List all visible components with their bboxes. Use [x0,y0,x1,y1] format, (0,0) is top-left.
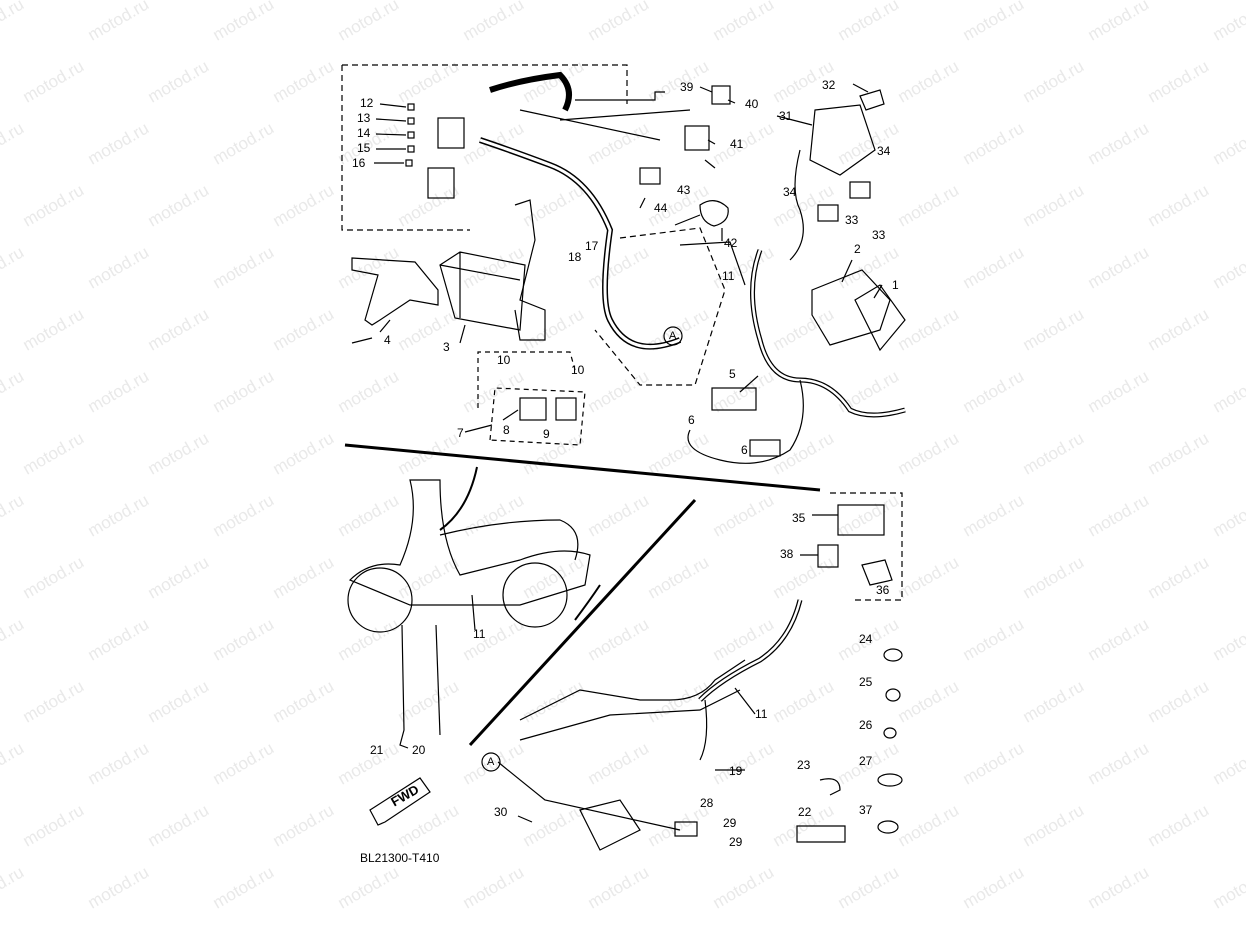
cable-tie-20 [435,624,441,736]
clamp-23 [819,778,841,796]
starter-relay [519,397,547,421]
connector-label-a-upper: A [669,330,677,342]
callout-9: 9 [543,427,550,441]
callout-35: 35 [792,511,806,525]
callout-1: 1 [892,278,899,292]
callout-10a: 10 [497,353,511,367]
callout-13: 13 [357,111,371,125]
callout-33b: 33 [872,228,886,242]
fuse-16 [405,159,413,167]
callout-24: 24 [859,632,873,646]
callout-18: 18 [568,250,582,264]
clip-26 [883,727,897,739]
smart-key-unit [837,504,885,536]
fuse-12 [407,103,415,111]
callout-29a: 29 [723,816,737,830]
callout-17: 17 [585,239,599,253]
frame-outline [519,659,746,741]
callout-34a: 34 [877,144,891,158]
callout-33a: 33 [845,213,859,227]
sensor-38 [817,544,839,568]
callout-39: 39 [680,80,694,94]
control-unit-5 [711,387,757,411]
fuse-15 [407,145,415,153]
callout-3: 3 [443,340,450,354]
accessory-socket [699,200,729,227]
callout-11c: 11 [755,707,768,721]
callout-2: 2 [854,242,861,256]
fuse-13 [407,117,415,125]
callout-34b: 34 [783,185,797,199]
fuse-14 [407,131,415,139]
relay-box [427,167,455,199]
callout-11b: 11 [473,627,486,641]
callout-25: 25 [859,675,873,689]
scooter-silhouette [347,479,591,633]
tube-22 [796,825,846,843]
callout-31: 31 [779,109,793,123]
callout-8: 8 [503,423,510,437]
callout-19: 19 [729,764,743,778]
callout-38: 38 [780,547,794,561]
callout-37: 37 [859,803,873,817]
fwd-arrow [369,777,431,826]
callout-43: 43 [677,183,691,197]
battery-bracket [351,257,439,326]
callout-32: 32 [822,78,836,92]
callout-23: 23 [797,758,811,772]
dashed-group-boundary [341,64,628,231]
callout-7: 7 [457,426,464,440]
fuse-box [437,117,465,149]
callout-11a: 11 [722,269,735,283]
callout-6a: 6 [688,413,695,427]
clamp-24 [883,648,903,662]
callout-41: 41 [730,137,744,151]
callout-36: 36 [876,583,890,597]
section-separator-curve [344,443,821,492]
callout-44: 44 [654,201,668,215]
callout-6b: 6 [741,443,748,457]
connector-marker-a-lower [481,752,501,772]
callout-10b: 10 [571,363,585,377]
callout-42: 42 [724,236,738,250]
connector-label-a-lower: A [487,756,495,768]
callout-4: 4 [384,333,391,347]
callout-26: 26 [859,718,873,732]
callout-28: 28 [700,796,714,810]
main-switch [809,104,876,176]
callout-20: 20 [412,743,426,757]
switch-41 [684,125,710,151]
callout-14: 14 [357,126,371,140]
battery [439,251,526,331]
connector-marker-a-upper [663,326,683,346]
main-wire-harness [479,71,682,350]
callout-15: 15 [357,141,371,155]
relay-40 [711,85,731,105]
callout-21: 21 [370,743,384,757]
callout-22: 22 [798,805,812,819]
callout-12: 12 [360,96,374,110]
relay-9 [555,397,577,421]
diagram-code: BL21300-T410 [360,851,440,865]
ecu-unit [811,269,891,346]
callout-5: 5 [729,367,736,381]
band-27 [877,773,903,787]
callout-40: 40 [745,97,759,111]
callout-30: 30 [494,805,508,819]
grommet-25 [885,688,901,702]
callout-16: 16 [352,156,366,170]
cable-tie-21 [399,624,409,749]
callout-29b: 29 [729,835,743,849]
band-37 [877,820,899,834]
diagonal-separator [468,498,697,747]
callout-27: 27 [859,754,873,768]
